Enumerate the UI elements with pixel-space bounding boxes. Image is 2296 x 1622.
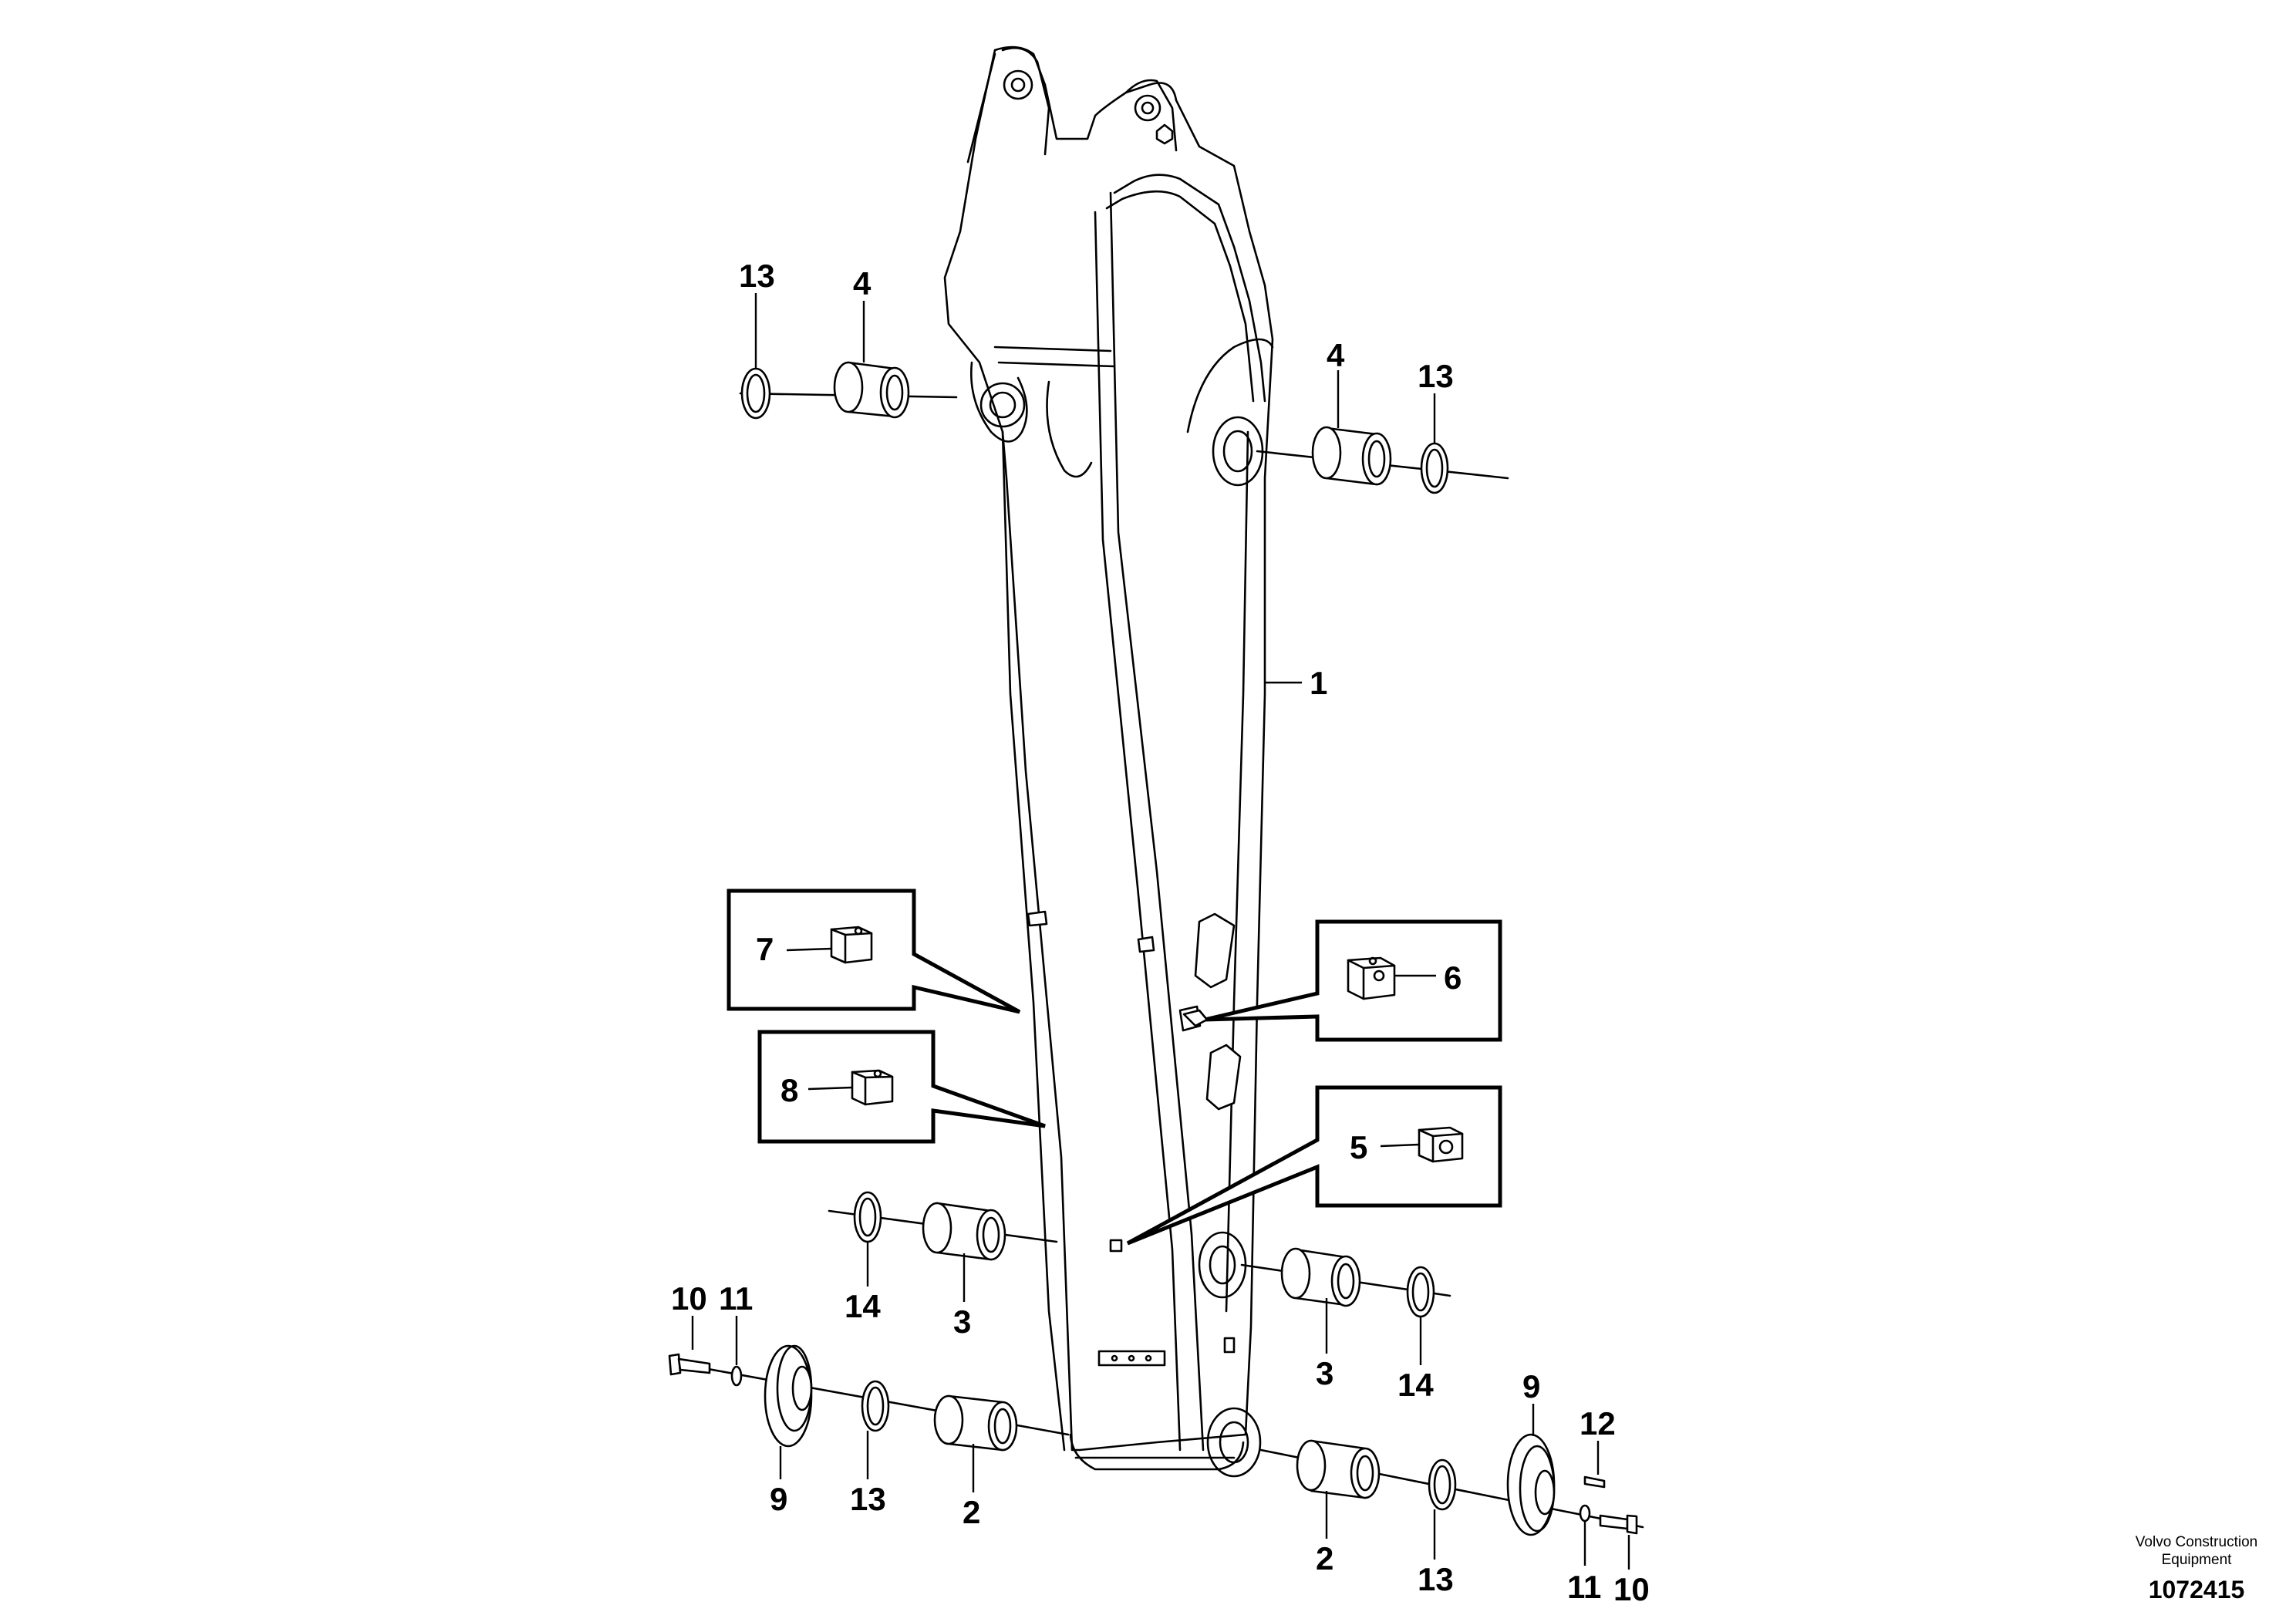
label-12: 12 — [1580, 1405, 1616, 1442]
brand-line-1: Volvo Construction — [2136, 1534, 2257, 1550]
brand-line-2: Equipment — [2162, 1552, 2233, 1568]
label-13: 13 — [850, 1481, 886, 1517]
label-10: 10 — [1613, 1571, 1650, 1607]
part-labels: 13 4 4 13 1 7 6 8 5 14 3 10 11 3 14 9 12… — [671, 258, 1650, 1607]
label-11: 11 — [1567, 1569, 1601, 1605]
label-11: 11 — [719, 1280, 753, 1317]
label-13: 13 — [739, 258, 775, 294]
upper-right-bushing-group — [1256, 426, 1509, 494]
middle-left-bushing-group — [828, 1191, 1058, 1261]
middle-right-bushing-group — [1240, 1247, 1451, 1318]
callout-box-7 — [727, 889, 1021, 1014]
label-4: 4 — [853, 265, 872, 302]
label-3: 3 — [953, 1303, 971, 1340]
callout-box-8 — [757, 1030, 1046, 1144]
label-4: 4 — [1327, 337, 1345, 373]
upper-left-bushing-group — [739, 361, 958, 420]
lower-left-bushing-group — [668, 1344, 1070, 1452]
label-6: 6 — [1444, 959, 1462, 996]
label-13: 13 — [1418, 358, 1454, 394]
leader-lines — [691, 293, 1630, 1570]
label-3: 3 — [1316, 1355, 1333, 1391]
label-2: 2 — [963, 1494, 980, 1530]
label-1: 1 — [1310, 665, 1327, 701]
excavator-arm — [943, 46, 1274, 1478]
label-10: 10 — [671, 1280, 707, 1317]
label-2: 2 — [1316, 1540, 1333, 1576]
callout-box-6 — [1182, 919, 1502, 1042]
label-9: 9 — [770, 1481, 787, 1517]
callout-box-5 — [1126, 1085, 1502, 1246]
label-13: 13 — [1418, 1561, 1454, 1597]
label-8: 8 — [781, 1072, 798, 1108]
label-14: 14 — [845, 1288, 881, 1324]
label-5: 5 — [1350, 1129, 1367, 1165]
footer: Volvo Construction Equipment 1072415 — [2136, 1534, 2257, 1603]
label-9: 9 — [1522, 1368, 1540, 1404]
lower-right-bushing-group — [1259, 1433, 1644, 1536]
label-14: 14 — [1397, 1367, 1434, 1403]
drawing-number: 1072415 — [2149, 1576, 2245, 1603]
label-7: 7 — [756, 931, 774, 967]
